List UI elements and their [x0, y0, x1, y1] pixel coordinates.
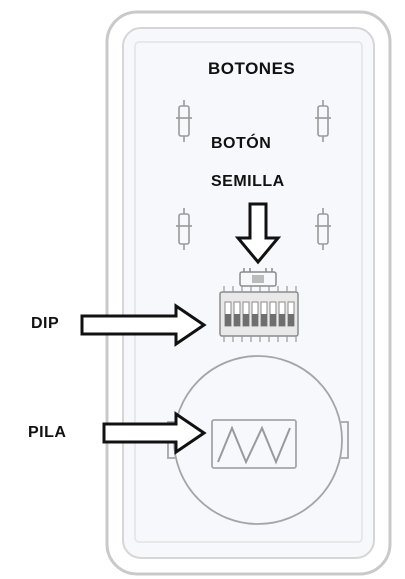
- seed-button-arrow-icon: [234, 202, 282, 265]
- dip-switch: [219, 286, 299, 342]
- button-top-left: [176, 100, 192, 142]
- label-boton: BOTÓN: [211, 135, 272, 152]
- board-panel: [134, 41, 363, 543]
- label-dip: DIP: [31, 315, 60, 332]
- enclosure-outer: [105, 10, 392, 576]
- label-semilla: SEMILLA: [211, 173, 285, 190]
- dip-arrow-icon: [80, 303, 207, 347]
- label-pila: PILA: [28, 424, 67, 441]
- button-bottom-left: [176, 208, 192, 250]
- button-bottom-right: [315, 208, 331, 250]
- button-top-right: [315, 100, 331, 142]
- label-botones: BOTONES: [208, 59, 296, 78]
- battery-arrow-icon: [102, 411, 207, 455]
- seed-button: [239, 268, 277, 287]
